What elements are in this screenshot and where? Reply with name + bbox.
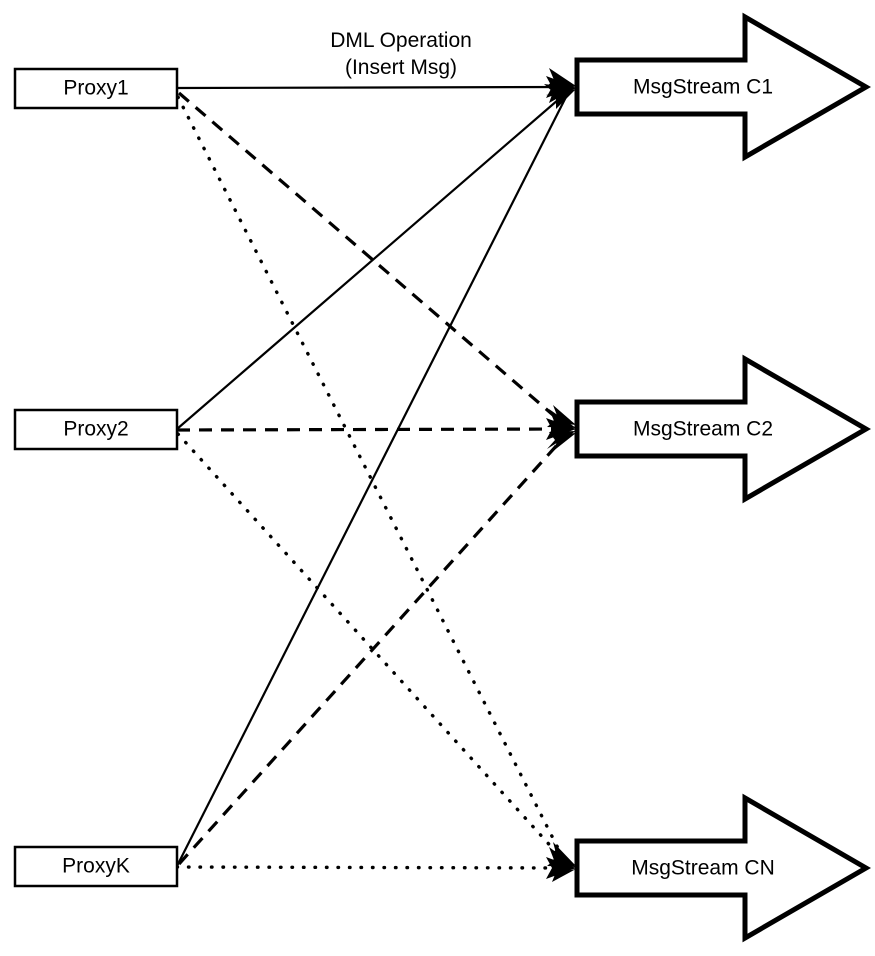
connector-proxyK-to-stream-c1[interactable] <box>176 94 568 867</box>
proxy-node-proxy1[interactable]: Proxy1 <box>13 67 179 110</box>
arrowhead-stream-c2 <box>546 405 576 452</box>
proxy-label-proxyK: ProxyK <box>62 855 130 878</box>
connector-proxy2-to-stream-c1[interactable] <box>176 92 567 430</box>
stream-label-cn: MsgStream CN <box>631 857 775 880</box>
proxy-node-proxy2[interactable]: Proxy2 <box>13 408 179 451</box>
proxy-label-proxy2: Proxy2 <box>63 418 128 441</box>
proxy-label-proxy1: Proxy1 <box>63 77 128 100</box>
proxy-box-rect-proxy2[interactable] <box>13 408 179 451</box>
connector-arrowheads <box>544 68 576 882</box>
proxy-node-proxyK[interactable]: ProxyK <box>13 845 179 888</box>
connector-proxyK-to-stream-c2[interactable] <box>177 432 569 866</box>
arrowhead-stream-cn <box>546 842 576 882</box>
stream-label-c1: MsgStream C1 <box>633 76 773 99</box>
proxy-box-rect-proxyK[interactable] <box>13 845 179 888</box>
connector-proxy2-to-stream-c2[interactable] <box>176 427 568 432</box>
proxy-box-rect-proxy1[interactable] <box>13 67 179 110</box>
stream-arrow-shape-cn[interactable] <box>574 793 871 943</box>
stream-arrow-shape-c2[interactable] <box>574 354 871 504</box>
stream-arrow-shape-c1[interactable] <box>574 12 871 162</box>
connector-proxy1-to-stream-c1[interactable] <box>176 85 568 90</box>
stream-label-c2: MsgStream C2 <box>633 418 773 441</box>
stream-node-stream-cn[interactable]: MsgStream CN <box>574 793 871 943</box>
arrowhead-stream-c1 <box>544 68 576 109</box>
connector-lines <box>175 85 569 870</box>
connector-proxy2-to-stream-cn[interactable] <box>176 432 567 864</box>
edge-label-line2: (Insert Msg) <box>345 56 457 79</box>
stream-node-stream-c2[interactable]: MsgStream C2 <box>574 354 871 504</box>
connector-proxy1-to-stream-c2[interactable] <box>177 91 569 429</box>
connector-proxyK-to-stream-cn[interactable] <box>175 865 569 870</box>
edge-label-line1: DML Operation <box>330 29 472 52</box>
edge-label-dml-operation: DML Operation (Insert Msg) <box>330 29 472 79</box>
stream-node-stream-c1[interactable]: MsgStream C1 <box>574 12 871 162</box>
